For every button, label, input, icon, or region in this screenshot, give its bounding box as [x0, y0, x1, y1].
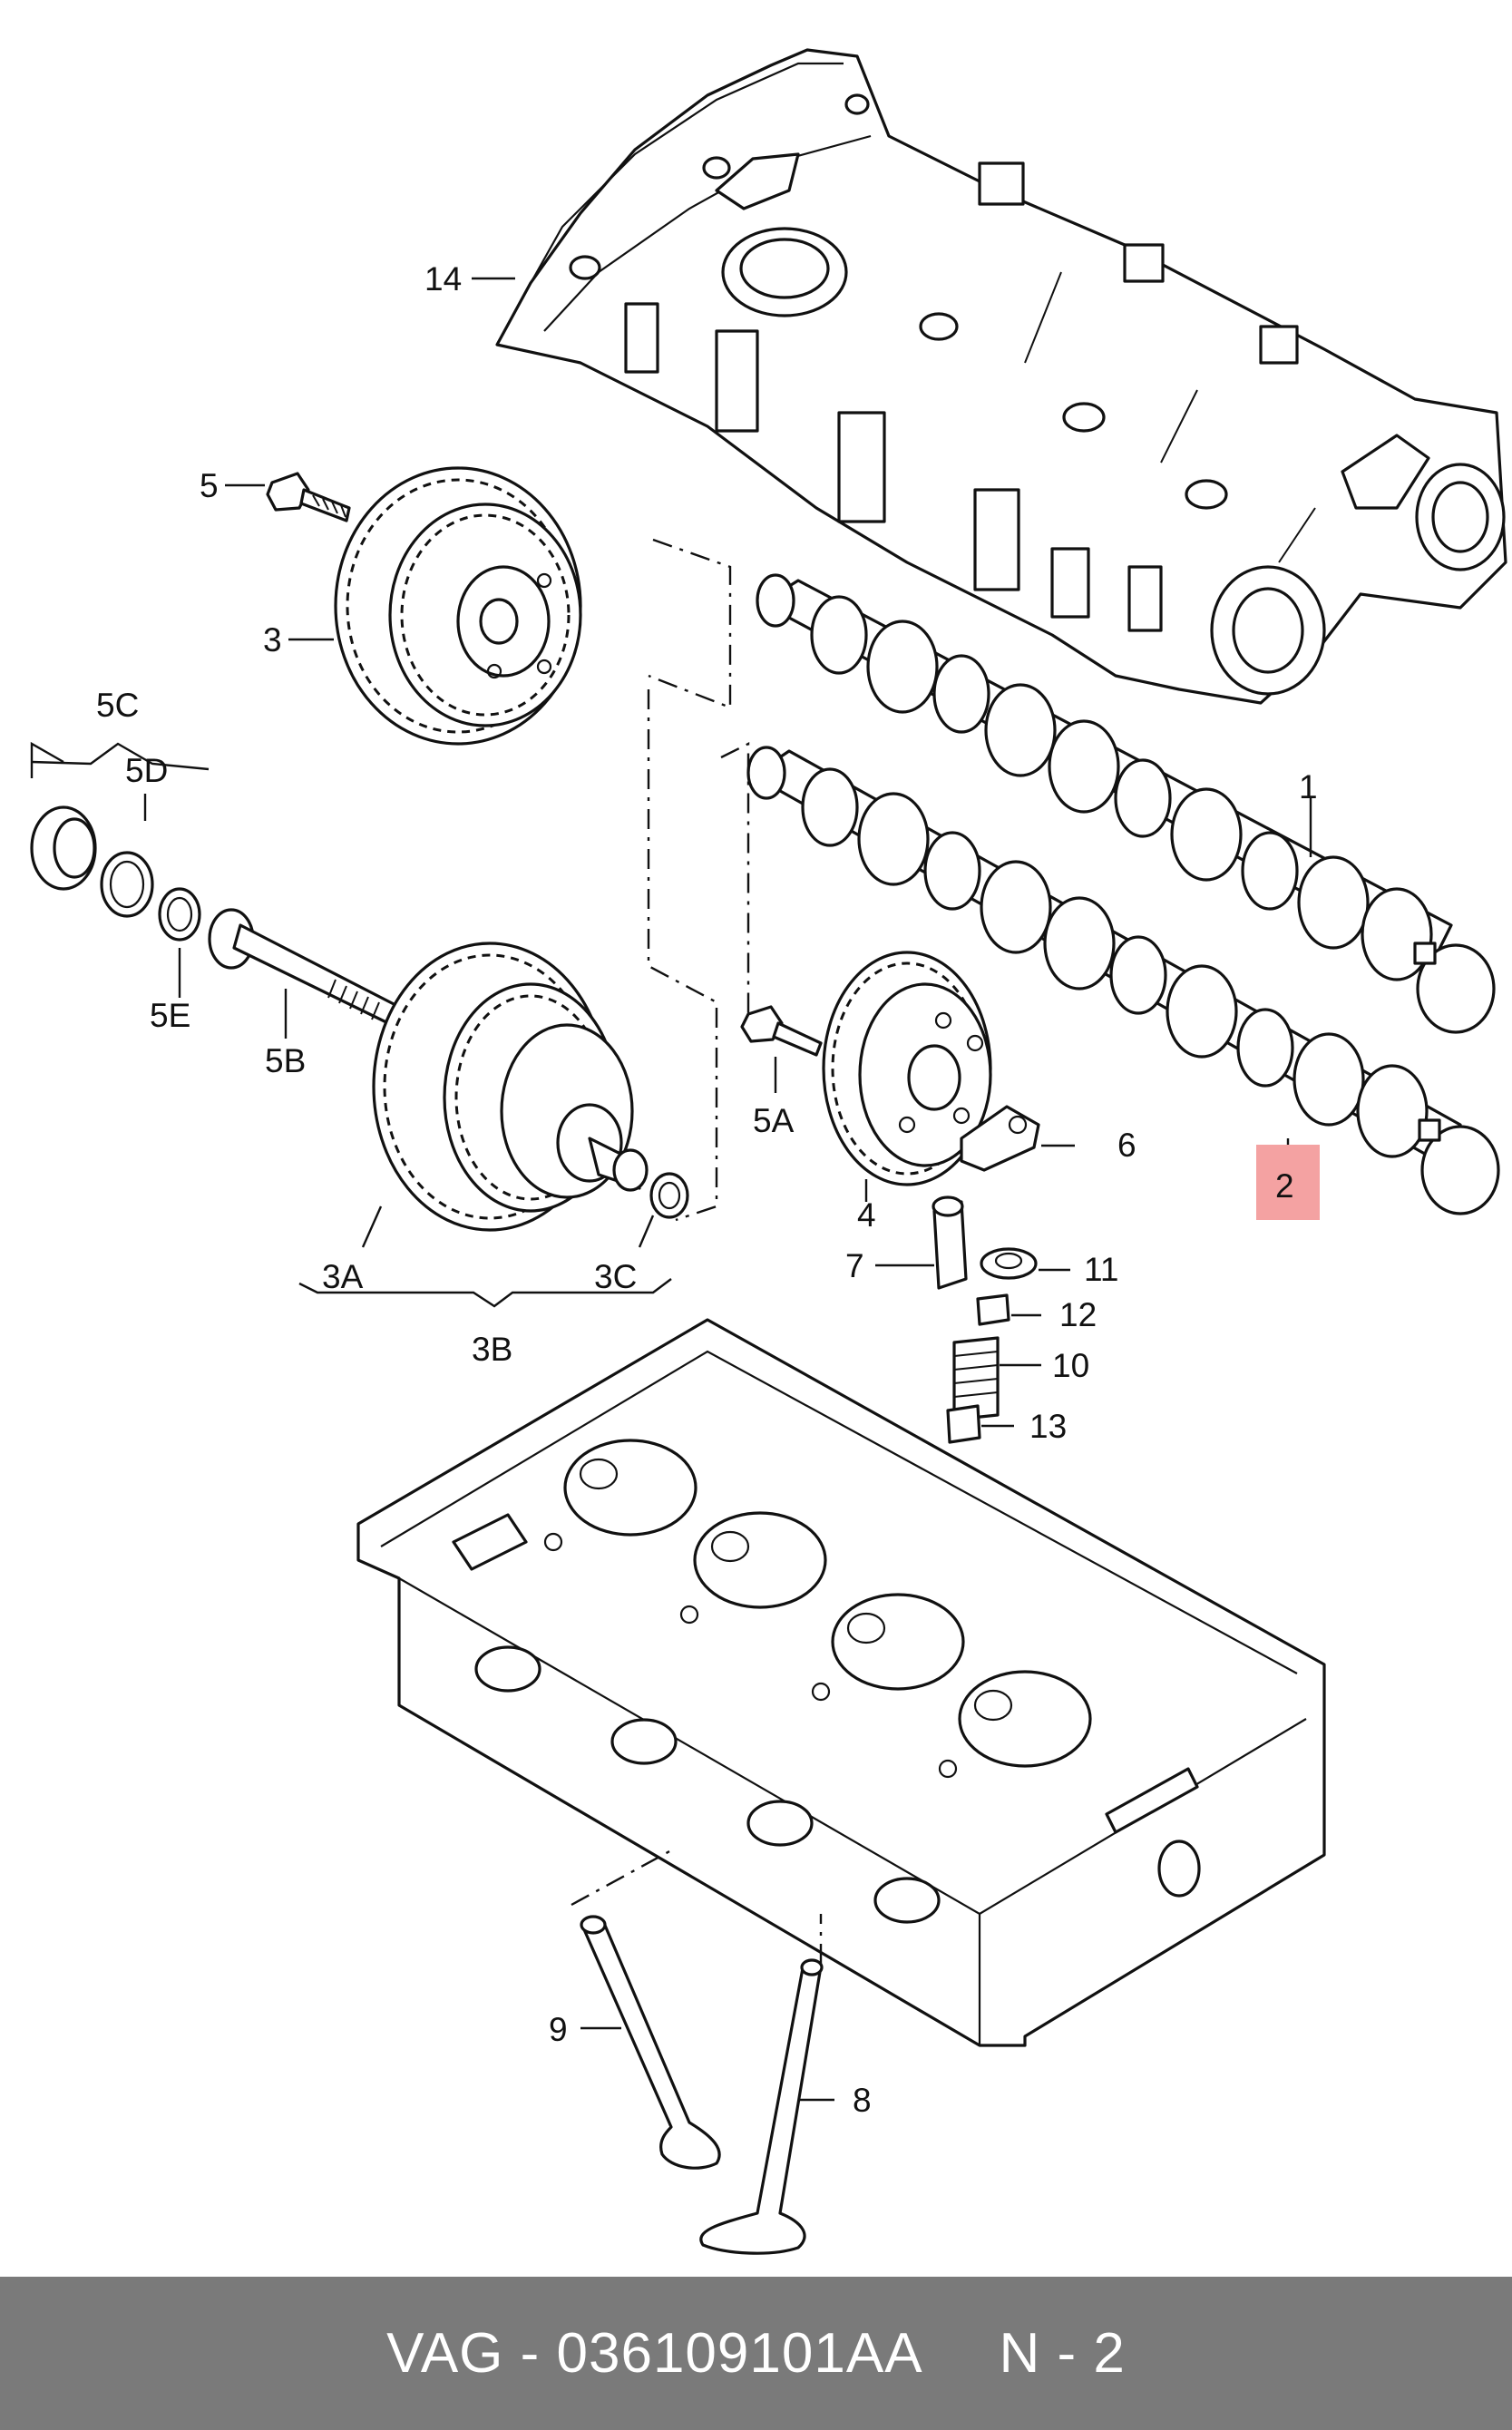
callout-11: 11: [1084, 1251, 1118, 1288]
callout-9: 9: [549, 2011, 568, 2048]
valve-cotter-part[interactable]: [976, 1293, 1010, 1326]
callout-5b: 5B: [265, 1042, 306, 1079]
sprocket-bolt-5a-part[interactable]: [740, 1005, 823, 1057]
callout-14: 14: [424, 260, 462, 298]
callout-3b: 3B: [472, 1331, 512, 1368]
callout-2: 2: [1275, 1167, 1294, 1205]
camshaft-sprocket-part[interactable]: [334, 466, 582, 746]
callout-6: 6: [1117, 1127, 1136, 1164]
callout-5c: 5C: [96, 687, 139, 724]
diagram-position: N - 2: [999, 2322, 1126, 2385]
exhaust-valve-part[interactable]: [699, 1958, 824, 2255]
callout-12: 12: [1059, 1296, 1097, 1333]
callout-3a: 3A: [322, 1258, 364, 1295]
callout-5d: 5D: [125, 752, 168, 789]
callout-13: 13: [1029, 1408, 1067, 1445]
callout-8: 8: [853, 2082, 872, 2119]
hydraulic-tappet-part[interactable]: [932, 1195, 968, 1290]
camshaft-sprocket-4-part[interactable]: [822, 951, 992, 1186]
valve-spring-part[interactable]: [952, 1336, 1000, 1421]
callout-5e: 5E: [150, 997, 190, 1034]
o-ring-3c-part[interactable]: [649, 1172, 689, 1219]
sprocket-bolt-part[interactable]: [266, 472, 351, 522]
callout-5: 5: [200, 467, 219, 504]
callout-1: 1: [1299, 768, 1318, 805]
part-reference: VAG - 036109101AA: [386, 2322, 923, 2385]
camshaft-1-part[interactable]: [756, 573, 1496, 1034]
callout-4: 4: [857, 1196, 876, 1234]
long-bolt-part[interactable]: [208, 908, 401, 1027]
callout-5a: 5A: [753, 1102, 795, 1139]
exploded-parts-diagram: 14 5 3 5C 5D 5E 5B 3A 3C 3B 5A 4 1 2 6 7…: [30, 48, 1507, 2255]
valve-stem-seal-part[interactable]: [946, 1404, 981, 1444]
roller-rocker-arm-part[interactable]: [960, 1105, 1040, 1172]
callout-2-highlight: [1256, 1145, 1320, 1220]
callout-3: 3: [263, 621, 282, 659]
sealing-plug-part[interactable]: [30, 805, 97, 891]
callout-3c: 3C: [594, 1258, 637, 1295]
o-ring-5e-part[interactable]: [158, 887, 201, 942]
footer-bar: VAG - 036109101AA N - 2: [0, 2277, 1512, 2430]
camshaft-2-part[interactable]: [746, 746, 1500, 1215]
cylinder-head-part[interactable]: [356, 1318, 1326, 2047]
callout-10: 10: [1052, 1347, 1089, 1384]
o-ring-5d-part[interactable]: [100, 851, 154, 918]
cylinder-head-cover-part[interactable]: [495, 48, 1507, 705]
camshaft-adjuster-sprocket-part[interactable]: [372, 942, 649, 1232]
valve-spring-plate-part[interactable]: [980, 1247, 1038, 1280]
intake-valve-part[interactable]: [580, 1915, 721, 2170]
callout-7: 7: [845, 1247, 864, 1284]
